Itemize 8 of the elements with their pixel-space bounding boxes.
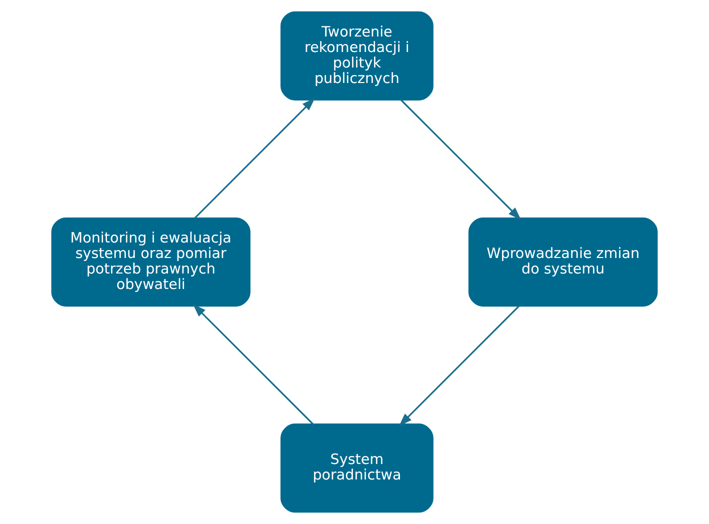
node-box: Wprowadzanie zmian do systemu [468,217,658,307]
arrow [398,305,520,426]
arrow [400,99,522,220]
node-box: Tworzenie rekomendacji i polityk publicznych [280,11,434,100]
node-box: System poradnictwa [280,424,434,513]
arrow [192,304,314,425]
arrow [194,98,316,219]
node-box: Monitoring i ewaluacja systemu oraz pomiar potrzeb prawnych obywateli [51,217,250,307]
